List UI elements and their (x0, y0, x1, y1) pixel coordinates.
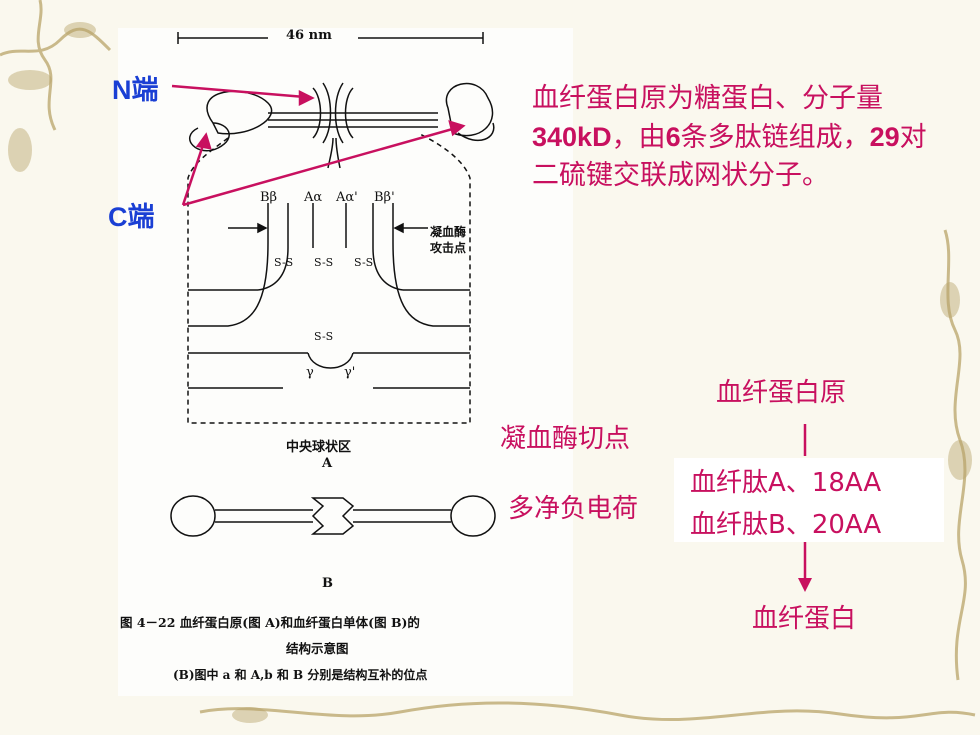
flow-fibrinopeptide-a: 血纤肽A、18AA (690, 468, 882, 498)
chain-label-bbeta: Bβ (260, 190, 278, 205)
desc-bonds: 29 (869, 122, 900, 152)
ss-bond: S-S (354, 256, 374, 269)
desc-part4: 对二硫键交联成网状分子。 (532, 122, 927, 191)
figure-caption-line2: 结构示意图 (286, 641, 349, 656)
panel-a-label: A (322, 456, 333, 471)
thrombin-label-2: 攻击点 (430, 241, 467, 255)
fibrinopeptide-box (674, 458, 944, 542)
ss-bond: S-S (274, 256, 294, 269)
flow-fibrinogen: 血纤蛋白原 (716, 378, 847, 408)
negative-charge-label: 多净负电荷 (508, 494, 639, 524)
thrombin-label-1: 凝血酶 (430, 225, 467, 239)
gamma-prime-label: γ' (344, 365, 356, 380)
structure-figure: 46 nm Bβ Aα Aα' Bβ' 凝血酶 攻击点 S-S S-S S-S … (118, 28, 573, 696)
description-text: 血纤蛋白原为糖蛋白、分子量 340kD，由6条多肽链组成，29对二硫键交联成网状分… (532, 80, 932, 195)
n-terminus-label: N端 (112, 75, 159, 105)
ss-bond: S-S (314, 330, 334, 343)
desc-mw: 340kD (532, 122, 612, 152)
chain-label-aalpha-prime: Aα' (336, 190, 358, 205)
chain-label-bbeta-prime: Bβ' (374, 190, 395, 205)
scale-label: 46 nm (286, 28, 332, 43)
flow-fibrin: 血纤蛋白 (752, 604, 857, 634)
chain-label-aalpha: Aα (304, 190, 323, 205)
gamma-label: γ (306, 365, 314, 380)
figure-caption-line1: 图 4－22 血纤蛋白原(图 A)和血纤蛋白单体(图 B)的 (120, 615, 420, 630)
desc-part1: 血纤蛋白原为糖蛋白、分子量 (532, 83, 883, 114)
central-region-label: 中央球状区 (286, 440, 352, 455)
thrombin-cut-label: 凝血酶切点 (500, 424, 631, 454)
ss-bond: S-S (314, 256, 334, 269)
desc-part2: ，由 (611, 122, 666, 153)
desc-part3: 条多肽链组成， (680, 122, 870, 153)
panel-b-label: B (322, 576, 333, 591)
c-terminus-label: C端 (108, 202, 155, 232)
figure-caption-line3: (B)图中 a 和 A,b 和 B 分别是结构互补的位点 (173, 668, 428, 682)
flow-fibrinopeptide-b: 血纤肽B、20AA (690, 510, 882, 540)
fibrinogen-diagram (170, 32, 496, 537)
desc-chains: 6 (665, 122, 681, 152)
